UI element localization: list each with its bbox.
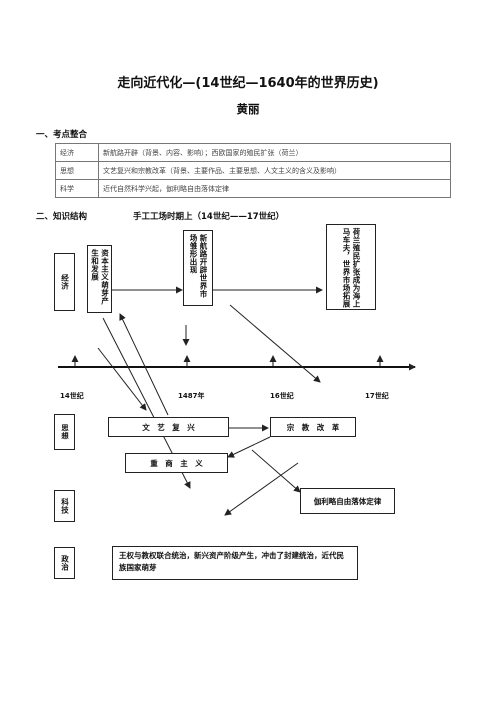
box-dutch-expansion: 荷兰殖民扩张成为海上马车夫，世界市场拓展 <box>326 224 376 310</box>
box-dutch-expansion-text: 荷兰殖民扩张成为海上马车夫，世界市场拓展 <box>342 228 361 308</box>
page-title: 走向近代化—(14世纪—1640年的世界历史) <box>117 76 379 91</box>
box-reformation: 宗 教 改 革 <box>270 417 356 437</box>
box-politics: 王权与教权联合统治，新兴资产阶级产生，冲击了封建统治，近代民族国家萌芽 <box>112 546 358 580</box>
category-science-label: 科技 <box>60 498 70 514</box>
timeline-label-1487: 1487年 <box>178 392 205 400</box>
category-economy: 经济 <box>54 253 75 311</box>
category-politics-label: 政治 <box>60 555 70 571</box>
arrow-renaissance-to-capitalism <box>119 313 169 416</box>
arrow-to-renaissance <box>97 347 147 411</box>
timeline-label-17c: 17世纪 <box>365 392 389 400</box>
category-thought: 思想 <box>54 414 75 450</box>
timeline-label-16c: 16世纪 <box>270 392 294 400</box>
box-new-route-text: 新航路开辟世界市场雏形出现 <box>189 234 208 298</box>
section-2-heading: 二、知识结构 <box>36 212 88 222</box>
author-name: 黄丽 <box>236 102 260 116</box>
table-row: 经济 新航路开辟（背景、内容、影响）；西欧国家的殖民扩张（荷兰） <box>55 143 451 162</box>
box-capitalism: 资本主义萌芽产生和发展 <box>87 245 112 313</box>
box-capitalism-text: 资本主义萌芽产生和发展 <box>90 249 110 305</box>
row-text: 近代自然科学兴起，伽利略自由落体定律 <box>98 179 451 198</box>
section-1-heading: 一、考点整合 <box>36 130 88 140</box>
arrow-galileo-to-thought <box>224 462 299 516</box>
arrow-route-to-16c <box>229 304 321 383</box>
table-row: 科学 近代自然科学兴起，伽利略自由落体定律 <box>55 179 451 198</box>
box-mercantilism: 重 商 主 义 <box>125 453 228 473</box>
key-points-table: 经济 新航路开辟（背景、内容、影响）；西欧国家的殖民扩张（荷兰） 思想 文艺复兴… <box>55 143 451 198</box>
box-renaissance: 文 艺 复 兴 <box>108 417 229 437</box>
section-2-subheading: 手工工场时期上（14世纪——17世纪） <box>133 212 285 222</box>
arrow-reformation-to-mercantilism <box>227 436 271 458</box>
category-science: 科技 <box>54 490 75 522</box>
category-thought-label: 思想 <box>60 424 70 440</box>
timeline-label-14c: 14世纪 <box>60 392 84 400</box>
category-economy-label: 经济 <box>60 274 70 290</box>
arrow-to-galileo <box>251 449 301 493</box>
category-politics: 政治 <box>54 547 75 579</box>
box-galileo: 伽利略自由落体定律 <box>300 488 395 514</box>
box-new-route: 新航路开辟世界市场雏形出现 <box>183 230 213 306</box>
